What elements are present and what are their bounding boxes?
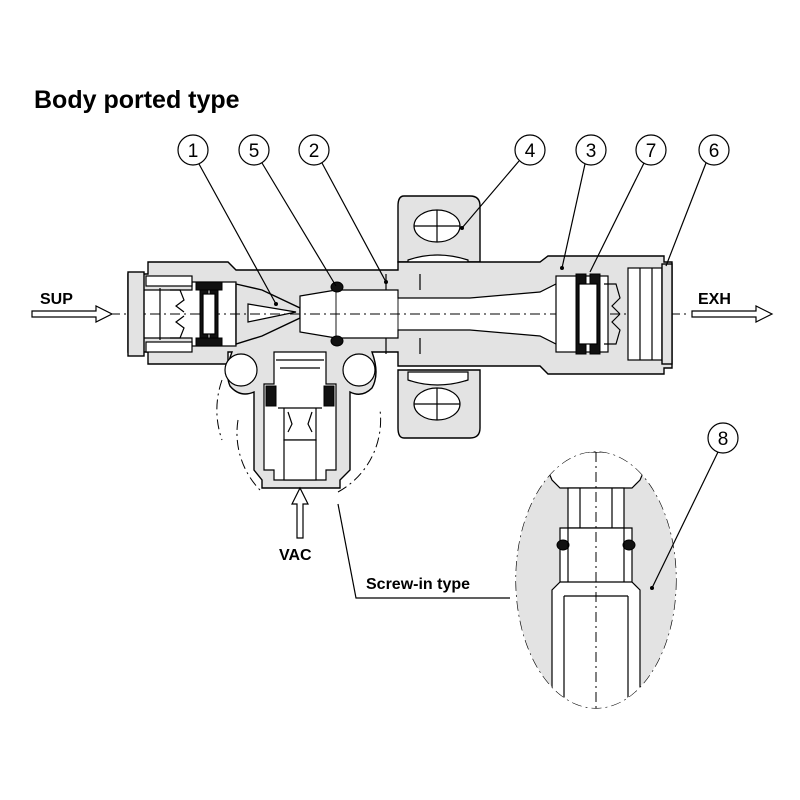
callout-4: 4 xyxy=(460,134,546,230)
mounting-bracket-bottom xyxy=(397,369,481,439)
detail-circle-vac xyxy=(236,409,382,493)
callout-3: 3 xyxy=(560,134,607,270)
callout-3-number: 3 xyxy=(586,141,597,162)
callout-8-number: 8 xyxy=(718,429,729,450)
callout-1-number: 1 xyxy=(188,141,199,162)
callout-7-number: 7 xyxy=(646,141,657,162)
mounting-bracket-top xyxy=(397,195,481,272)
callout-6: 6 xyxy=(665,134,730,267)
sup-flow-arrow xyxy=(31,305,114,323)
screw-in-label: Screw-in type xyxy=(366,576,470,593)
exh-label: EXH xyxy=(698,291,731,308)
callout-7: 7 xyxy=(589,134,667,273)
o-ring-5 xyxy=(330,281,344,347)
screw-in-detail xyxy=(515,451,677,709)
callout-8: 8 xyxy=(650,422,739,590)
callout-5-number: 5 xyxy=(249,141,260,162)
sup-label: SUP xyxy=(40,291,73,308)
callout-5: 5 xyxy=(238,134,337,287)
callout-4-number: 4 xyxy=(525,141,536,162)
fitting-vac xyxy=(224,351,376,481)
vac-flow-arrow xyxy=(291,486,309,539)
vac-label: VAC xyxy=(279,547,312,564)
callout-2: 2 xyxy=(298,134,388,284)
callout-6-number: 6 xyxy=(709,141,720,162)
fitting-exh xyxy=(555,263,673,365)
diagram-title: Body ported type xyxy=(34,86,240,114)
callout-2-number: 2 xyxy=(309,141,320,162)
detail-leader xyxy=(337,503,510,599)
callout-1: 1 xyxy=(177,134,278,306)
exh-flow-arrow xyxy=(691,305,774,323)
fitting-sup xyxy=(127,271,223,357)
